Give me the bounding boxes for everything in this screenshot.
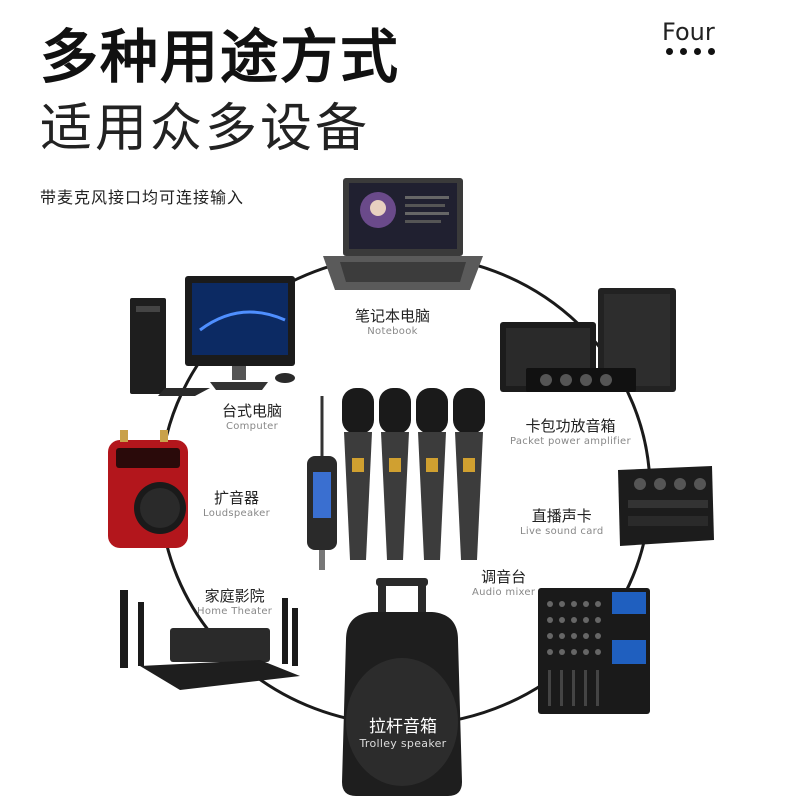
device-cn-label: 调音台 [481, 568, 527, 586]
power-amplifier-image [500, 288, 676, 392]
device-label-trolley-speaker: 拉杆音箱 Trolley speaker [358, 712, 448, 750]
device-en-label: Loudspeaker [203, 508, 271, 519]
device-label-notebook: 笔记本电脑 Notebook [355, 305, 430, 337]
notebook-image [323, 178, 483, 290]
device-cn-label: 家庭影院 [204, 587, 265, 605]
page-title: 多种用途方式 [40, 23, 401, 91]
device-cn-label: 拉杆音箱 [369, 717, 437, 737]
section-dots [666, 48, 715, 55]
device-en-label: Home Theater [197, 606, 273, 617]
device-label-loudspeaker: 扩音器 Loudspeaker [203, 487, 270, 519]
loudspeaker-image [108, 430, 188, 548]
device-label-sound-card: 直播声卡 Live sound card [520, 505, 604, 537]
device-label-computer: 台式电脑 Computer [222, 400, 282, 432]
page-subtitle-heading: 适用众多设备 [40, 99, 371, 159]
device-cn-label: 台式电脑 [222, 402, 283, 420]
device-cn-label: 卡包功放音箱 [525, 417, 616, 435]
device-en-label: Computer [225, 421, 279, 432]
section-number-label: Four [662, 18, 715, 46]
trolley-speaker-image [342, 578, 462, 796]
device-label-home-theater: 家庭影院 Home Theater [197, 585, 272, 617]
device-cn-label: 笔记本电脑 [355, 307, 431, 325]
microphones-image [307, 388, 485, 570]
device-cn-label: 直播声卡 [531, 507, 592, 525]
device-en-label: Trolley speaker [359, 737, 447, 750]
device-en-label: Live sound card [520, 526, 604, 537]
device-en-label: Packet power amplifier [510, 436, 631, 447]
device-en-label: Notebook [367, 326, 418, 337]
home-theater-image [120, 590, 300, 690]
device-label-audio-mixer: 调音台 Audio mixer [472, 566, 535, 598]
device-label-power-amplifier: 卡包功放音箱 Packet power amplifier [510, 415, 631, 447]
computer-image [130, 276, 295, 396]
audio-mixer-image [538, 588, 650, 714]
device-en-label: Audio mixer [472, 587, 536, 598]
subtitle-text: 带麦克风接口均可连接输入 [40, 188, 245, 207]
device-cn-label: 扩音器 [214, 489, 260, 507]
sound-card-image [618, 466, 714, 546]
